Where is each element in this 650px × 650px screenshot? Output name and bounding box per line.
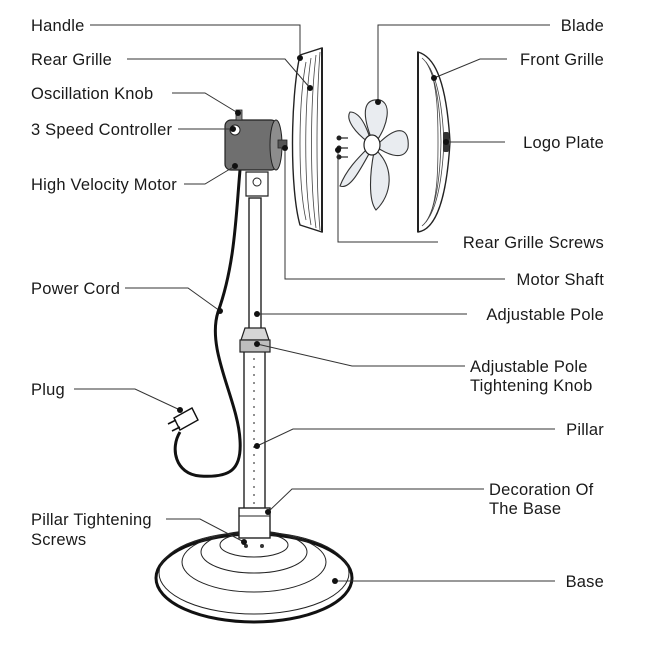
leader-lines (74, 24, 555, 582)
rear-grille (291, 47, 323, 233)
label-blade: Blade (561, 17, 604, 35)
pillar (243, 349, 266, 511)
motor-bracket (245, 171, 269, 197)
pole-tightening-knob (239, 327, 271, 353)
label-pillar-screws-line1: Pillar Tightening (31, 511, 152, 529)
label-speed-controller: 3 Speed Controller (31, 121, 172, 139)
label-pole-knob-line1: Adjustable Pole (470, 358, 588, 376)
motor-housing (224, 109, 288, 171)
base-decoration (238, 507, 271, 539)
power-cord (173, 169, 242, 478)
label-oscillation-knob: Oscillation Knob (31, 85, 153, 103)
label-logo-plate: Logo Plate (523, 134, 604, 152)
label-power-cord: Power Cord (31, 280, 120, 298)
label-motor: High Velocity Motor (31, 176, 177, 194)
fan-base (154, 530, 354, 624)
label-adjustable-pole: Adjustable Pole (486, 306, 604, 324)
adjustable-pole (248, 197, 262, 331)
label-pole-knob-line2: Tightening Knob (470, 377, 593, 395)
label-rear-grille: Rear Grille (31, 51, 112, 69)
label-pillar: Pillar (566, 421, 604, 439)
label-motor-shaft: Motor Shaft (517, 271, 605, 289)
label-pillar-screws-line2: Screws (31, 531, 86, 549)
label-base-decoration-line1: Decoration Of (489, 481, 594, 499)
label-base-decoration-line2: The Base (489, 500, 561, 518)
label-plug: Plug (31, 381, 65, 399)
label-base: Base (566, 573, 604, 591)
callout-dots (177, 55, 449, 584)
plug (167, 407, 199, 432)
blade (339, 99, 409, 211)
label-front-grille: Front Grille (520, 51, 604, 69)
label-rear-grille-screws: Rear Grille Screws (463, 234, 604, 252)
label-handle: Handle (31, 17, 85, 35)
